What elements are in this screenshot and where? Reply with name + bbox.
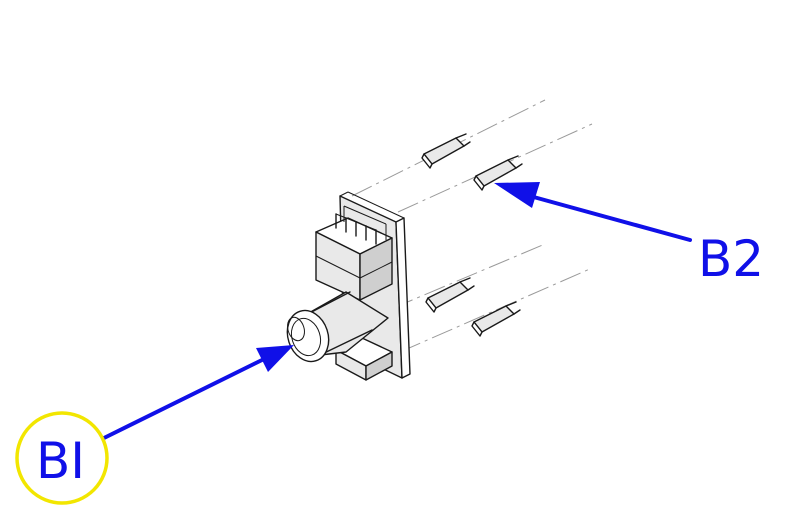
callout-b2: B2 xyxy=(494,182,764,288)
lower-block xyxy=(335,337,393,381)
callout-b1-ring xyxy=(15,411,109,505)
arrow-b2-shaft xyxy=(528,194,692,242)
sensor-cylinder xyxy=(286,291,389,363)
callout-b2-label: B2 xyxy=(698,230,764,288)
arrow-b1-head xyxy=(256,345,294,372)
centerline-4 xyxy=(399,267,593,353)
connector-block xyxy=(315,205,393,301)
standoff-bottom-right xyxy=(471,301,521,337)
callout-b1: BI xyxy=(15,345,294,505)
standoff-top-left xyxy=(421,133,471,169)
callout-b1-label: BI xyxy=(36,432,85,490)
standoff-top-right xyxy=(473,155,523,191)
arrow-b1-shaft xyxy=(102,358,264,440)
centerline-3 xyxy=(359,243,546,323)
standoff-bottom-left xyxy=(425,277,475,313)
arrow-b2-head xyxy=(494,182,540,208)
